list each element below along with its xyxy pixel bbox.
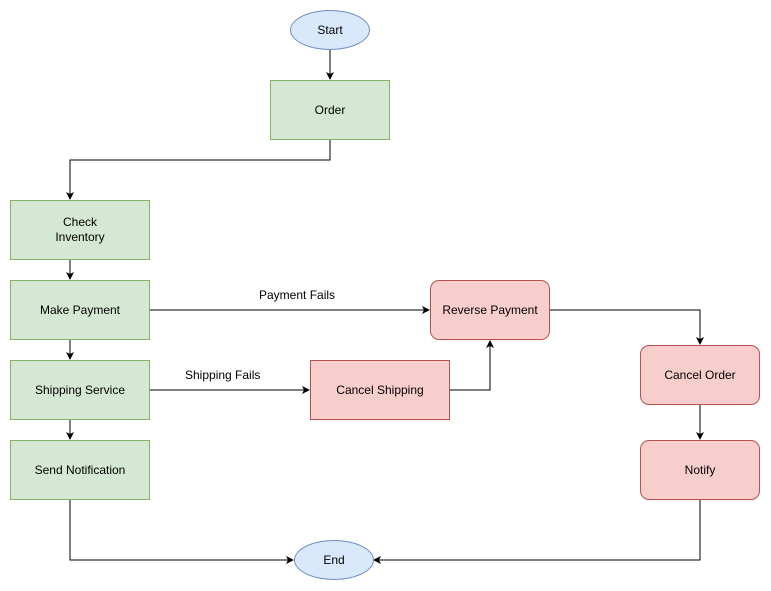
cancel-shipping-label: Cancel Shipping: [336, 382, 424, 397]
payment-fails-label: Payment Fails: [259, 288, 336, 302]
shipping-fails-label: Shipping Fails: [185, 368, 261, 382]
start-label: Start: [317, 22, 343, 37]
send-notification-node: Send Notification: [10, 440, 150, 500]
notify-label: Notify: [684, 462, 716, 477]
edge-order-check-inventory: [66, 140, 331, 200]
start-node: Start: [290, 10, 370, 50]
notify-node: Notify: [640, 440, 760, 500]
end-node: End: [294, 540, 374, 580]
reverse-payment-label: Reverse Payment: [442, 302, 538, 317]
edge-send-notification-end: [69, 500, 294, 564]
check-inventory-label: Check Inventory: [55, 215, 105, 244]
edge-cancel-shipping-reverse-payment: [450, 340, 494, 391]
order-node: Order: [270, 80, 390, 140]
send-notification-label: Send Notification: [34, 462, 126, 477]
edge-notify-end: [373, 500, 701, 564]
cancel-shipping-node: Cancel Shipping: [310, 360, 450, 420]
shipping-service-label: Shipping Service: [34, 382, 126, 397]
reverse-payment-node: Reverse Payment: [430, 280, 550, 340]
cancel-order-node: Cancel Order: [640, 345, 760, 405]
make-payment-label: Make Payment: [39, 302, 121, 317]
cancel-order-label: Cancel Order: [664, 367, 736, 382]
edge-reverse-payment-cancel-order: [550, 309, 704, 345]
order-label: Order: [314, 102, 346, 117]
check-inventory-node: Check Inventory: [10, 200, 150, 260]
make-payment-node: Make Payment: [10, 280, 150, 340]
shipping-service-node: Shipping Service: [10, 360, 150, 420]
end-label: End: [323, 552, 345, 567]
